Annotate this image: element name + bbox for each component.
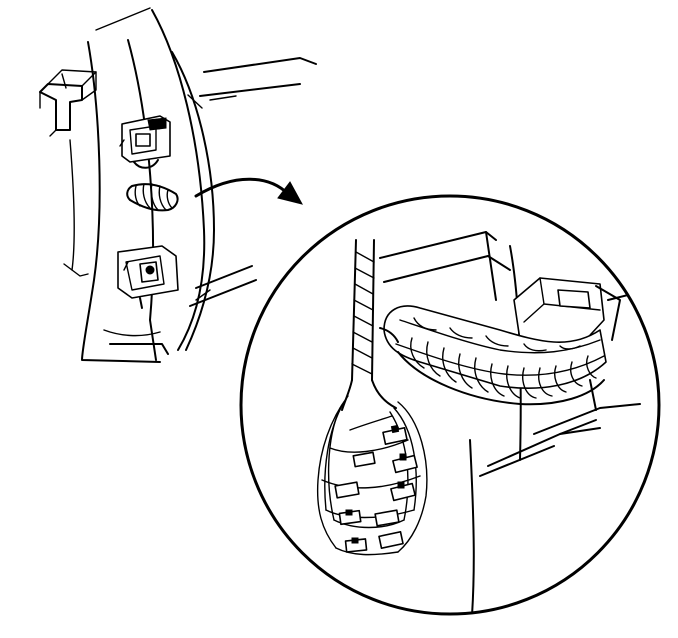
lower-hinge [117,245,179,309]
door-outer-edge [81,41,161,363]
wire-connector-icon [392,453,418,474]
detail-magnifier-circle-icon [239,194,661,616]
body-pillar [171,51,215,351]
wire-connector-icon [338,509,362,526]
wire-connector-icon [374,509,400,527]
wire-connector-icon [382,424,408,445]
latch-bracket [39,83,83,131]
wire-connector-icon [334,481,360,499]
door-pillar-overview [39,7,317,363]
callout-arrow-icon [194,177,303,205]
wire-connector-icon [352,451,376,468]
wire-connectors [334,424,418,553]
wire-connector-icon [378,531,404,549]
detail-magnifier [239,194,661,616]
upper-hinge [119,115,171,169]
door-inner-edge [127,39,157,361]
wire-connector-icon [344,537,368,553]
detail-interior [316,231,641,614]
harness-loom [383,305,607,406]
harness-grommet [126,183,179,212]
wrapped-conduit [341,239,399,411]
wire-connector-icon [390,481,416,502]
wire-bundle [316,395,428,556]
